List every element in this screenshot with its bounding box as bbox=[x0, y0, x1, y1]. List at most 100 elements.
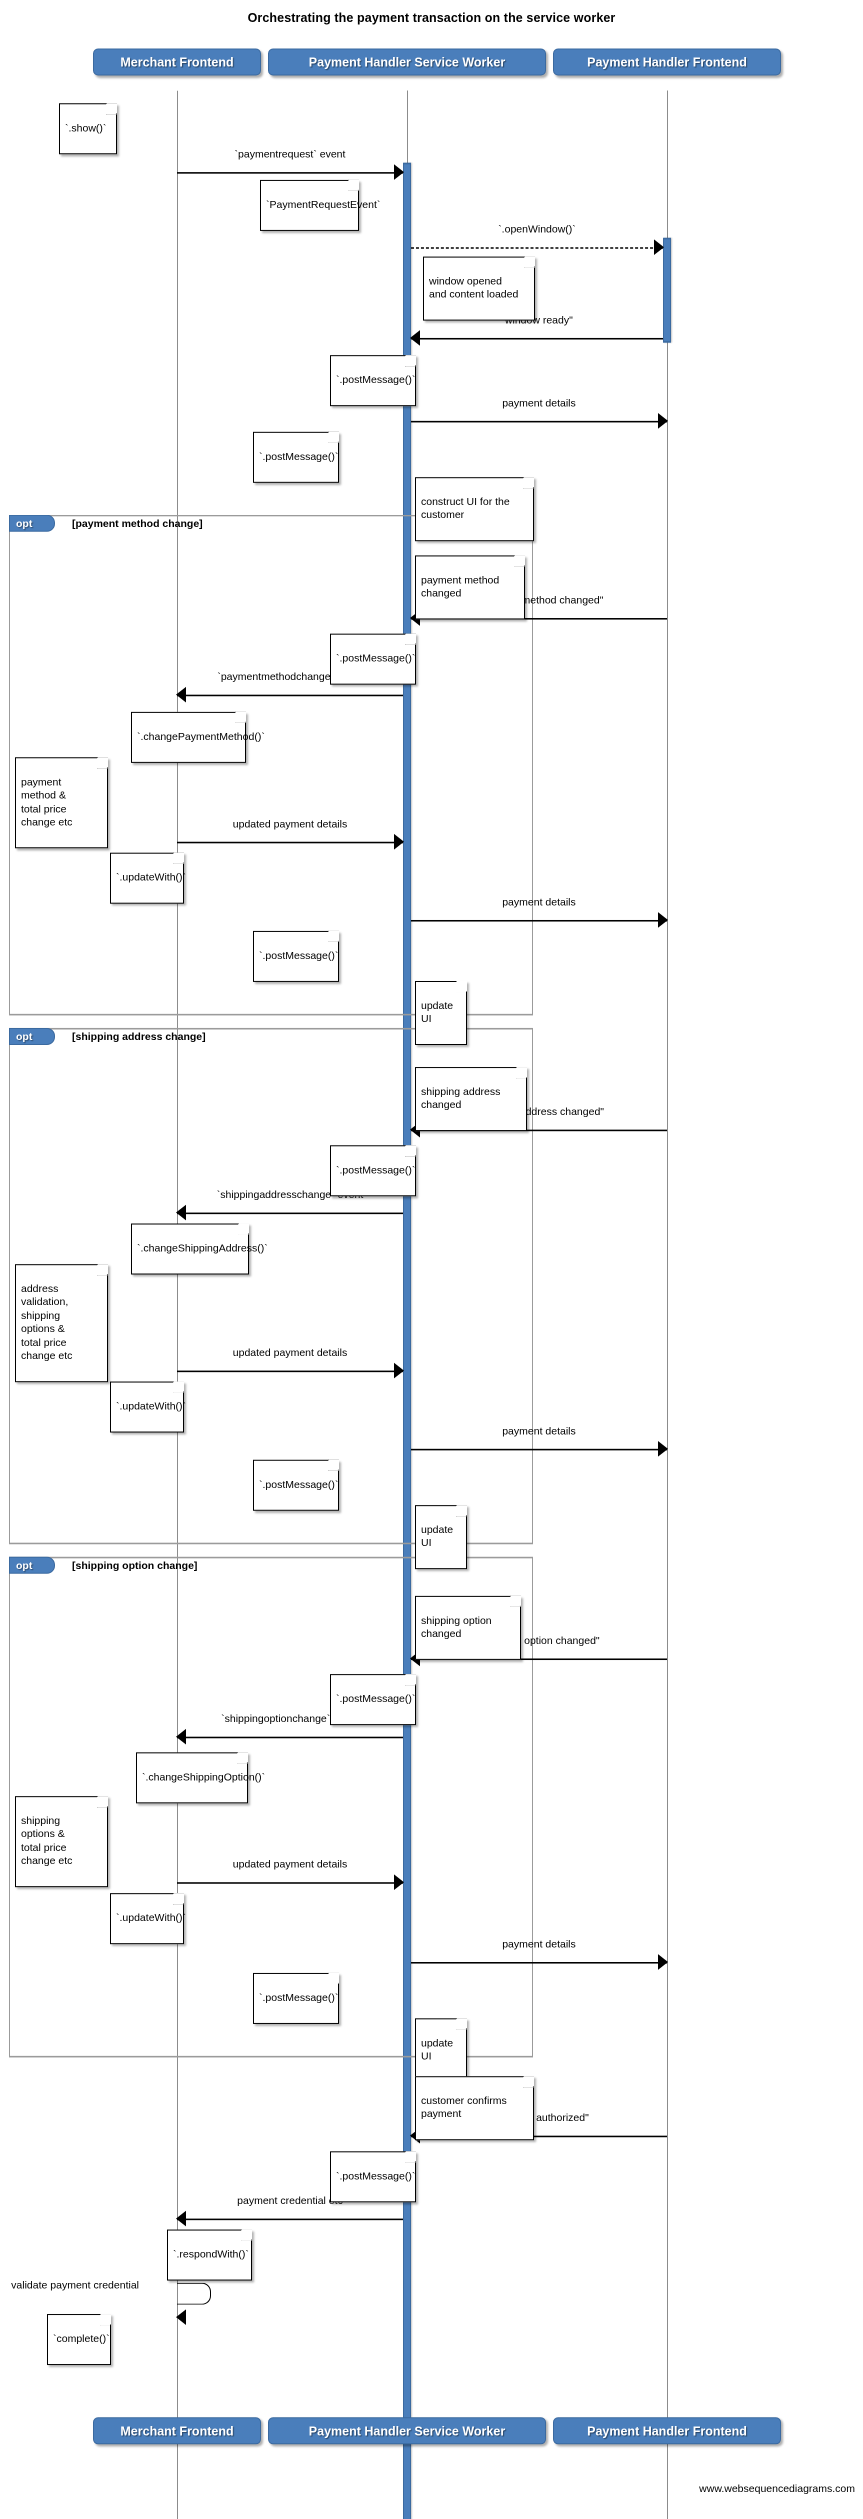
message-line bbox=[177, 1736, 403, 1739]
arrowhead-right-icon bbox=[394, 1362, 404, 1379]
note-post-message-1: `.postMessage()` bbox=[330, 355, 416, 406]
arrowhead-left-icon bbox=[176, 1728, 186, 1745]
message-label: payment credential etc bbox=[237, 2195, 343, 2208]
message-label: validate payment credential bbox=[11, 2279, 139, 2292]
message-line bbox=[177, 694, 403, 697]
message-line bbox=[411, 1448, 667, 1451]
arrowhead-right-icon bbox=[394, 1874, 404, 1891]
lifeline-payment-handler-frontend bbox=[667, 90, 668, 2519]
arrowhead-left-icon bbox=[176, 686, 186, 703]
arrowhead-left-icon bbox=[176, 2309, 186, 2325]
message-label: updated payment details bbox=[232, 818, 348, 831]
participant-label: Merchant Frontend bbox=[120, 2423, 234, 2438]
message-line bbox=[411, 420, 667, 423]
message-label: `.openWindow()` bbox=[498, 223, 576, 236]
note-address-validation-shipping-options: address validation, shipping options & t… bbox=[15, 1264, 108, 1383]
message-label: payment details bbox=[502, 1425, 576, 1438]
message-line bbox=[411, 1129, 667, 1132]
participant-footer-payment-handler-frontend[interactable]: Payment Handler Frontend bbox=[553, 2417, 781, 2445]
note-post-message-2: `.postMessage()` bbox=[253, 431, 339, 483]
participant-label: Merchant Frontend bbox=[120, 55, 234, 70]
message-line bbox=[177, 1882, 403, 1884]
activation-bar-frontend bbox=[663, 237, 671, 343]
fragment-opt-payment-method-change: opt [payment method change] bbox=[9, 514, 533, 1016]
note-post-message-4: `.postMessage()` bbox=[253, 930, 339, 982]
note-shipping-address-changed: shipping address changed bbox=[415, 1067, 527, 1132]
participant-header-payment-handler-frontend[interactable]: Payment Handler Frontend bbox=[553, 48, 781, 76]
arrowhead-right-icon bbox=[654, 239, 664, 256]
message-label: "payment authorized" bbox=[489, 2112, 589, 2125]
note-post-message-5: `.postMessage()` bbox=[330, 1145, 416, 1196]
message-label: "shipping option changed" bbox=[478, 1635, 600, 1648]
note-update-ui-2: update UI bbox=[415, 1505, 467, 1570]
message-label: payment details bbox=[502, 1938, 576, 1951]
message-label: payment details bbox=[502, 397, 576, 410]
message-label: `paymentrequest` event bbox=[234, 148, 346, 161]
participant-label: Payment Handler Service Worker bbox=[308, 2423, 506, 2438]
note-shipping-option-changed: shipping option changed bbox=[415, 1595, 521, 1660]
note-post-message-6: `.postMessage()` bbox=[253, 1459, 339, 1511]
participant-footer-merchant-frontend[interactable]: Merchant Frontend bbox=[93, 2417, 261, 2445]
message-line bbox=[177, 841, 403, 844]
fragment-condition: [shipping option change] bbox=[72, 1559, 198, 1572]
note-customer-confirms-payment: customer confirms payment bbox=[415, 2076, 534, 2141]
message-line bbox=[411, 247, 663, 249]
arrowhead-right-icon bbox=[658, 912, 668, 928]
activation-bar-service-worker bbox=[403, 162, 411, 2519]
arrowhead-left-icon bbox=[410, 330, 420, 346]
message-label: `paymentmethodchange` event bbox=[217, 671, 363, 684]
message-line bbox=[411, 919, 667, 922]
fragment-tag: opt bbox=[9, 1027, 55, 1045]
arrowhead-left-icon bbox=[176, 2210, 186, 2227]
message-line bbox=[177, 1212, 403, 1215]
note-complete: `complete()` bbox=[47, 2314, 111, 2365]
note-show: `.show()` bbox=[59, 103, 117, 154]
note-post-message-8: `.postMessage()` bbox=[253, 1972, 339, 2024]
participant-header-payment-handler-service-worker[interactable]: Payment Handler Service Worker bbox=[268, 48, 546, 76]
arrowhead-right-icon bbox=[658, 1440, 668, 1457]
note-payment-method-total-price-change: payment method & total price change etc bbox=[15, 757, 108, 849]
message-label: `shippingaddresschange` event bbox=[216, 1189, 364, 1202]
note-update-ui-3: update UI bbox=[415, 2018, 467, 2083]
arrowhead-left-icon bbox=[176, 1204, 186, 1221]
note-post-message-3: `.postMessage()` bbox=[330, 633, 416, 685]
note-shipping-options-total-price-change: shipping options & total price change et… bbox=[15, 1796, 108, 1888]
note-change-shipping-option: `.changeShippingOption()` bbox=[136, 1752, 265, 1803]
note-respond-with: `.respondWith()` bbox=[167, 2229, 252, 2281]
fragment-tag: opt bbox=[9, 1556, 55, 1574]
note-construct-ui-for-the-customer: construct UI for the customer bbox=[415, 477, 534, 542]
fragment-opt-shipping-option-change: opt [shipping option change] bbox=[9, 1556, 533, 2058]
message-label: payment details bbox=[502, 896, 576, 909]
message-label: `shippingoptionchange` event bbox=[221, 1713, 359, 1726]
note-change-shipping-address: `.changeShippingAddress()` bbox=[131, 1223, 268, 1275]
note-payment-request-event: `PaymentRequestEvent` bbox=[260, 179, 380, 231]
message-line bbox=[177, 172, 403, 174]
participant-footer-payment-handler-service-worker[interactable]: Payment Handler Service Worker bbox=[268, 2417, 546, 2445]
fragment-opt-shipping-address-change: opt [shipping address change] bbox=[9, 1027, 533, 1545]
participant-label: Payment Handler Service Worker bbox=[308, 55, 506, 70]
arrowhead-right-icon bbox=[394, 833, 404, 850]
footer-credit: www.websequencediagrams.com bbox=[699, 2483, 855, 2496]
note-change-payment-method: `.changePaymentMethod()` bbox=[131, 711, 265, 763]
message-line bbox=[411, 618, 667, 620]
note-window-opened-and-content-loaded: window opened and content loaded bbox=[423, 256, 535, 321]
fragment-condition: [payment method change] bbox=[72, 517, 203, 530]
participant-header-merchant-frontend[interactable]: Merchant Frontend bbox=[93, 48, 261, 76]
fragment-condition: [shipping address change] bbox=[72, 1031, 206, 1044]
arrowhead-right-icon bbox=[658, 1954, 668, 1970]
note-post-message-7: `.postMessage()` bbox=[330, 1674, 416, 1725]
self-message-loop bbox=[177, 2282, 211, 2305]
message-line bbox=[177, 2218, 403, 2221]
message-line bbox=[411, 2135, 667, 2138]
message-label: updated payment details bbox=[232, 1347, 348, 1360]
note-post-message-9: `.postMessage()` bbox=[330, 2151, 416, 2202]
note-update-with-1: `.updateWith()` bbox=[110, 852, 186, 904]
message-label: updated payment details bbox=[232, 1858, 348, 1871]
note-update-with-2: `.updateWith()` bbox=[110, 1381, 186, 1433]
message-line bbox=[411, 337, 663, 340]
participant-label: Payment Handler Frontend bbox=[587, 2423, 747, 2438]
participant-label: Payment Handler Frontend bbox=[587, 55, 747, 70]
arrowhead-right-icon bbox=[658, 413, 668, 429]
lifeline-merchant-frontend bbox=[177, 90, 178, 2519]
